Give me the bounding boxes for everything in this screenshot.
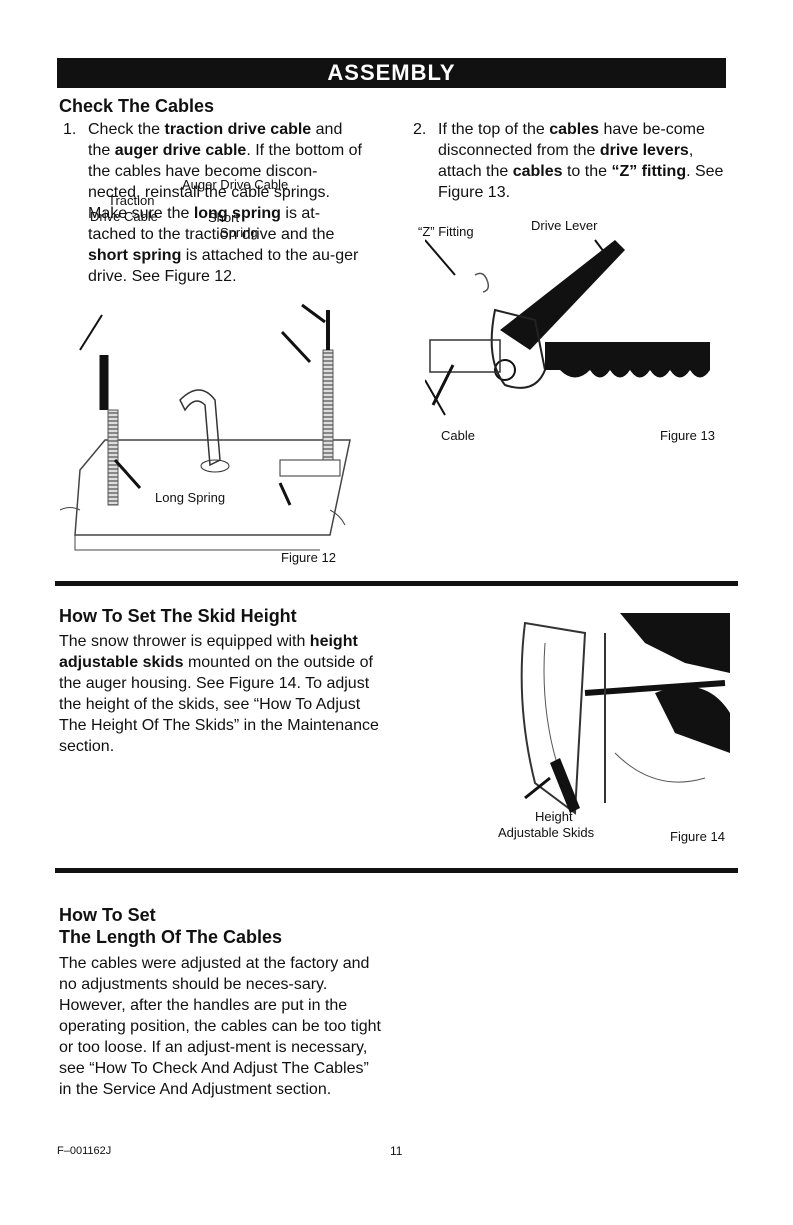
check-cables-heading: Check The Cables <box>59 96 215 116</box>
figure-13-illustration <box>425 239 710 416</box>
leader-figure <box>278 482 292 506</box>
figure-14-illustration <box>520 613 730 815</box>
figure-12-caption: Figure 12 <box>281 550 336 565</box>
z-fitting <box>474 272 490 293</box>
label-auger-drive-cable: Auger Drive Cable <box>182 177 289 192</box>
bold-term: height adjustable skids <box>59 633 358 671</box>
item-1-text: Check the traction drive cable and the a… <box>88 119 368 287</box>
short-spring <box>322 349 334 461</box>
bold-term: traction drive cable <box>164 121 312 138</box>
frame-bar <box>429 339 501 373</box>
text-run: If the top of the <box>438 121 550 138</box>
housing-panel <box>520 621 587 815</box>
label-spring: Spring <box>220 225 258 240</box>
bold-term: drive levers <box>599 142 689 159</box>
lever-hub <box>490 308 547 389</box>
long-spring <box>107 409 119 506</box>
item-number: 1. <box>63 121 77 138</box>
skid-height-paragraph: The snow thrower is equipped with height… <box>59 631 389 757</box>
label-long-spring: Long Spring <box>155 490 226 505</box>
housing-edge-left <box>60 507 81 511</box>
list-item-1: 1. Check the traction drive cable and th… <box>63 119 368 287</box>
footer-code: F–001162J <box>57 1145 112 1157</box>
text-run: . See Figure 13. <box>438 163 724 201</box>
leader-lever <box>594 239 611 261</box>
text-run: The snow thrower is equipped with <box>59 633 310 650</box>
auger-top <box>620 613 730 673</box>
housing-edge-right <box>329 509 346 526</box>
cable-length-heading-2: The Length Of The Cables <box>59 927 283 947</box>
label-drive-cable: Drive Cable <box>90 209 158 224</box>
divider-2 <box>55 868 738 873</box>
divider-1 <box>55 581 738 586</box>
leader-short <box>280 330 312 364</box>
figure-13-caption: Figure 13 <box>660 428 715 443</box>
bracket <box>279 459 341 477</box>
auger-mid <box>655 686 730 753</box>
item-2-text: If the top of the cables have be-come di… <box>438 119 738 203</box>
bold-term: cables <box>549 121 599 138</box>
label-drive-lever: Drive Lever <box>531 218 598 233</box>
leader-long <box>113 459 142 489</box>
auger-shaft <box>584 680 726 696</box>
text-run: , attach the <box>438 142 694 180</box>
bold-term: “Z” fitting <box>611 163 687 180</box>
leader-traction <box>79 314 103 351</box>
list-item-2: 2. If the top of the cables have be-come… <box>413 119 738 203</box>
figure-14-caption: Figure 14 <box>670 829 725 844</box>
bold-term: long spring <box>193 205 281 222</box>
label-adjustable-skids: Adjustable Skids <box>498 825 595 840</box>
leader-cable <box>425 379 446 416</box>
housing-base <box>74 535 320 551</box>
pipe-base <box>200 459 230 473</box>
leader-auger <box>301 303 326 324</box>
bold-term: short spring <box>88 247 182 264</box>
text-run: . If the bottom of the cables have becom… <box>88 142 362 222</box>
section-banner: ASSEMBLY <box>57 58 726 88</box>
leader-skid <box>524 776 551 800</box>
text-run: have be-come disconnected from the <box>438 121 705 159</box>
cable-length-heading-1: How To Set <box>59 905 156 925</box>
label-short: Short <box>208 210 240 225</box>
panel-inner <box>543 642 561 774</box>
text-run: Check the <box>88 121 165 138</box>
text-run: to the <box>562 163 612 180</box>
drive-lever <box>500 240 625 350</box>
label-traction: Traction <box>108 193 155 208</box>
label-z-fitting: “Z” Fitting <box>418 224 474 239</box>
label-height: Height <box>535 809 573 824</box>
cable-length-paragraph: The cables were adjusted at the factory … <box>59 955 381 1098</box>
text-run: is attached to the au-ger drive. See Fig… <box>88 247 359 285</box>
skid <box>550 758 580 813</box>
leader-z <box>425 239 456 276</box>
gear-block <box>545 342 710 378</box>
item-number: 2. <box>413 121 427 138</box>
page-number: 11 <box>390 1144 403 1158</box>
bold-term: auger drive cable <box>114 142 247 159</box>
bold-term: cables <box>512 163 563 180</box>
text-run: is at-tached to the traction drive and t… <box>88 205 335 243</box>
text-run: mounted on the outside of the auger hous… <box>59 654 379 755</box>
label-cable: Cable <box>441 428 475 443</box>
pipe-outline <box>179 389 221 467</box>
housing-curve <box>614 752 706 783</box>
lever-pivot <box>494 359 516 381</box>
housing-outline <box>74 439 351 536</box>
text-run: and the <box>88 121 343 159</box>
skid-height-heading: How To Set The Skid Height <box>59 606 297 626</box>
figure-12-illustration <box>60 303 351 551</box>
